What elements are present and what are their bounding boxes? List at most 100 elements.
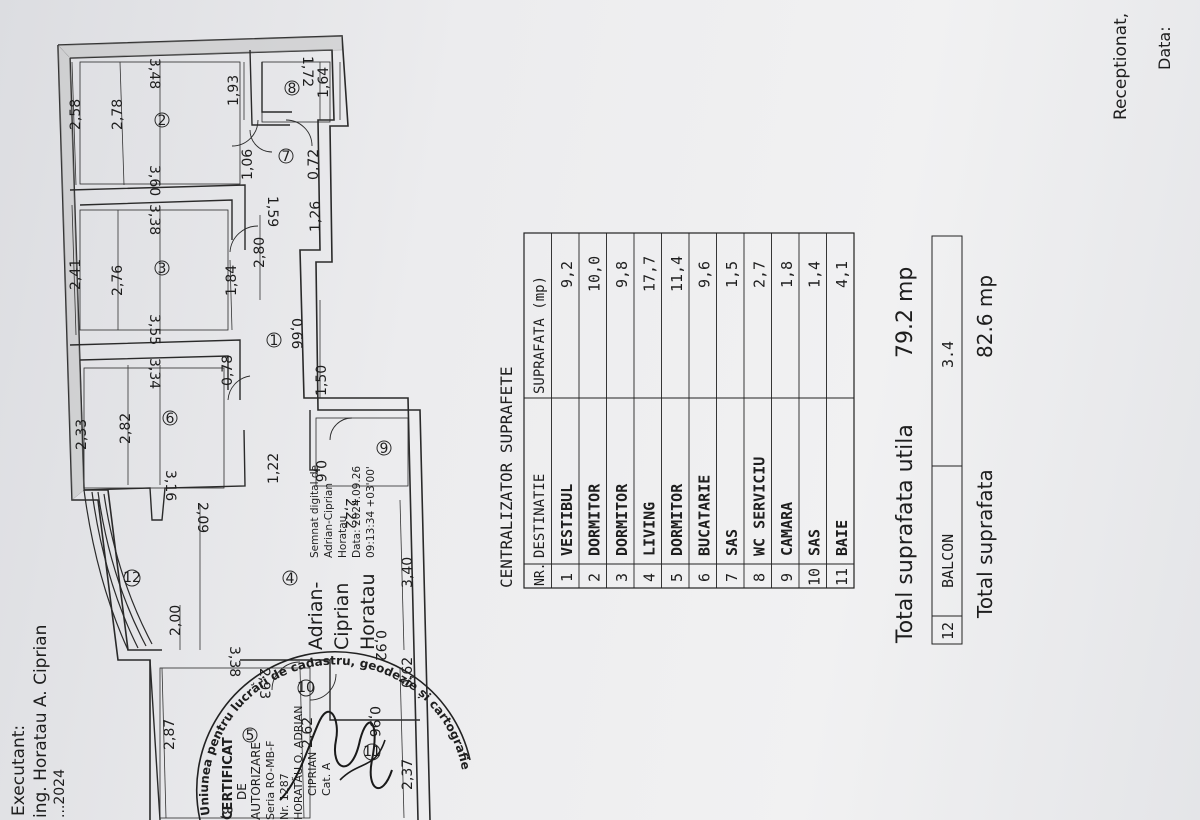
table-row: 8 WC SERVICIU 2,7 <box>751 261 769 582</box>
row-nr: 4 <box>641 573 659 582</box>
room-marker-9: 9 <box>376 440 392 457</box>
row-area: 2,7 <box>751 261 769 288</box>
row-destination: WC SERVICIU <box>751 457 769 556</box>
dim-label: 2,33 <box>74 419 90 450</box>
row-nr: 5 <box>668 573 686 582</box>
room-marker-7: 7 <box>278 148 294 165</box>
balcony-nr: 12 <box>939 622 957 640</box>
row-area: 9,6 <box>696 261 714 288</box>
table-row-lines <box>551 233 827 588</box>
room-number-markers: 2 8 7 3 1 6 9 12 4 10 5 11 <box>123 80 392 761</box>
table-row: 4 LIVING 17,7 <box>641 256 659 582</box>
room-3-outline <box>79 209 229 331</box>
row-nr: 6 <box>696 573 714 582</box>
room-number-label: 9 <box>380 441 389 457</box>
room-number-label: 2 <box>158 113 167 129</box>
data-label: Data: <box>1155 26 1174 70</box>
row-destination: BUCATARIE <box>696 475 714 556</box>
row-destination: CAMARA <box>778 502 796 556</box>
row-destination: DORMITOR <box>613 483 631 556</box>
row-destination: BAIE <box>833 520 851 556</box>
row-destination: SAS <box>723 529 741 556</box>
dim-label: 1,26 <box>308 201 324 232</box>
dim-label: 3,34 <box>146 358 162 389</box>
room-marker-1: 1 <box>266 332 282 349</box>
room-marker-8: 8 <box>284 80 300 97</box>
stamp-line-8: Cat. A <box>320 762 333 796</box>
room-number-label: 7 <box>282 149 291 165</box>
room-number-label: 6 <box>166 411 175 427</box>
balcony-row: 12 BALCON 3.4 <box>931 235 963 645</box>
row-area: 1,8 <box>778 261 796 288</box>
stamp-line-5: Nr. 1287 <box>278 773 291 820</box>
executant-label: Executant: <box>9 725 29 816</box>
dim-label: 1,72 <box>299 56 315 87</box>
digital-sign-line-2: Adrian-Ciprian <box>323 483 335 558</box>
dim-label: 1,93 <box>226 75 242 106</box>
room-number-label: 8 <box>288 81 297 97</box>
stamp-line-7: CIPRIAN <box>306 752 319 796</box>
table-row: 7 SAS 1,5 <box>723 261 741 582</box>
engineer-name: ing. Horatau A. Ciprian <box>31 625 51 818</box>
row-area: 1,5 <box>723 261 741 288</box>
row-area: 4,1 <box>833 261 851 288</box>
row-area: 11,4 <box>668 256 686 292</box>
header-suprafata: SUPRAFATA (mp) <box>532 276 548 394</box>
room-marker-5: 5 <box>242 727 258 744</box>
room-marker-4: 4 <box>282 570 298 587</box>
outer-wall-left <box>57 44 162 820</box>
footer-right: Receptionat, Data: <box>1111 13 1174 120</box>
dim-label: 3,16 <box>218 806 234 820</box>
row-nr: 7 <box>723 573 741 582</box>
dim-label: 1,59 <box>264 196 280 227</box>
row-nr: 9 <box>778 573 796 582</box>
dim-label: 0,72 <box>306 149 322 180</box>
stamp-line-3: AUTORIZARE <box>249 742 263 820</box>
dim-label: 3,38 <box>146 204 162 235</box>
balcony-name: BALCON <box>939 534 957 588</box>
dim-label: 2,87 <box>162 719 178 750</box>
row-destination: LIVING <box>641 502 659 556</box>
room-number-label: 12 <box>123 570 141 586</box>
digital-sign-line-5: 09:13:34 +03'00' <box>365 466 377 558</box>
digital-signature: Adrian- Ciprian Horatau Semnat digital d… <box>305 465 379 650</box>
row-nr: 8 <box>751 573 769 582</box>
row-nr: 10 <box>806 568 824 586</box>
footer-date-partial: ...2024 <box>52 769 68 818</box>
handwritten-signature <box>279 710 393 801</box>
area-table: NR. DESTINATIE SUPRAFATA (mp) 1VESTIBUL9… <box>523 232 855 589</box>
stamp-line-6: HORATĂU O. ADRIAN <box>292 706 305 820</box>
dimension-labels: 2,58 2,78 3,48 3,60 1,93 1,72 1,64 1,06 … <box>68 56 416 820</box>
room-marker-10: 10 <box>297 679 315 697</box>
row-area: 9,8 <box>613 261 631 288</box>
row-area: 17,7 <box>641 256 659 292</box>
room-number-label: 3 <box>158 261 167 277</box>
dim-label: 2,80 <box>252 237 268 268</box>
signer-name-line-3: Horatau <box>357 573 379 650</box>
balcony-area-cell <box>931 235 963 467</box>
room-marker-2: 2 <box>154 112 170 129</box>
row-destination: VESTIBUL <box>558 484 576 556</box>
room-marker-3: 3 <box>154 260 170 277</box>
dim-label: 0,6 <box>312 460 328 482</box>
row-area: 1,4 <box>806 261 824 288</box>
header-destinatie: DESTINATIE <box>532 474 548 558</box>
dim-label: 0,96 <box>366 706 382 737</box>
row-destination: DORMITOR <box>586 483 604 556</box>
dimension-lines <box>71 61 405 819</box>
dim-label: 0,92 <box>372 630 388 661</box>
room-number-label: 10 <box>297 680 315 696</box>
dim-label: 2,58 <box>68 99 84 130</box>
row-nr: 3 <box>613 573 631 582</box>
dim-label: 2,41 <box>68 259 84 290</box>
stamp-outer-ring <box>195 650 471 820</box>
useful-area-label: Total suprafata utila <box>893 424 918 644</box>
totals-block: Total suprafata utila 79.2 mp 12 BALCON … <box>893 235 997 645</box>
balcony-outline <box>83 489 153 651</box>
stamp-line-2: DE <box>235 783 249 800</box>
